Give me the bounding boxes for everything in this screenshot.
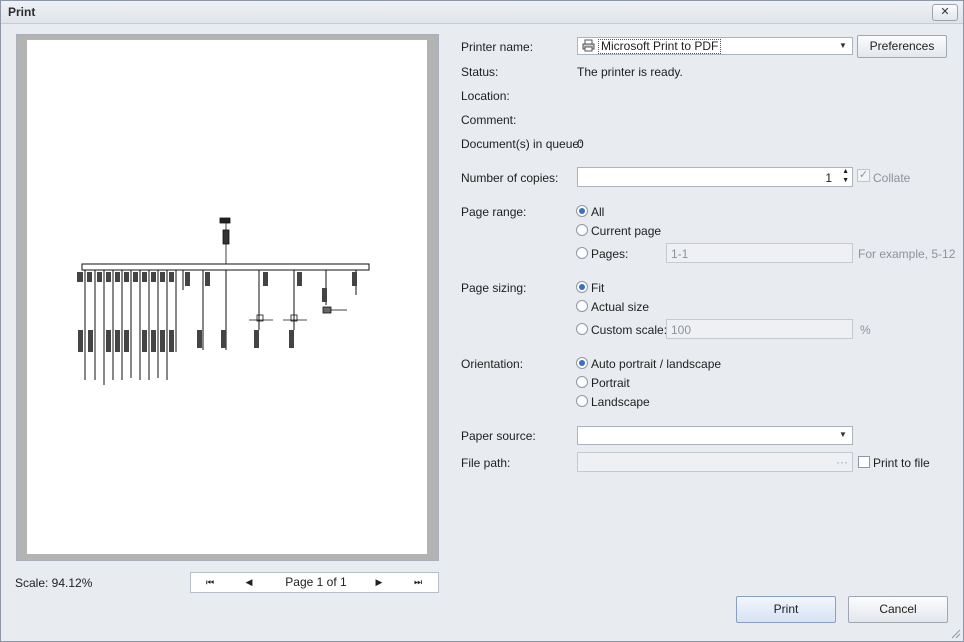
range-all-label: All	[591, 205, 605, 219]
close-icon: ✕	[940, 6, 950, 18]
print-preview[interactable]	[16, 34, 439, 561]
printer-select[interactable]: Microsoft Print to PDF ▼	[577, 37, 853, 55]
status-value: The printer is ready.	[577, 65, 683, 79]
copies-label: Number of copies:	[461, 171, 559, 185]
resize-grip-icon[interactable]	[951, 629, 961, 639]
queue-label: Document(s) in queue:	[461, 137, 583, 151]
radio-sizing-fit[interactable]	[576, 281, 588, 293]
range-pages-label: Pages:	[591, 247, 629, 261]
file-path-input[interactable]: ···	[577, 452, 853, 472]
printer-name-value: Microsoft Print to PDF	[598, 39, 722, 54]
first-page-button[interactable]: ⏮	[199, 573, 221, 592]
collate-label: Collate	[873, 171, 911, 185]
page-sizing-label: Page sizing:	[461, 281, 527, 295]
custom-scale-input[interactable]: 100	[666, 319, 853, 339]
location-label: Location:	[461, 89, 510, 103]
radio-orient-landscape[interactable]	[576, 395, 588, 407]
radio-range-all[interactable]	[576, 205, 588, 217]
comment-label: Comment:	[461, 113, 517, 127]
print-to-file-checkbox[interactable]	[858, 456, 870, 468]
radio-orient-portrait[interactable]	[576, 376, 588, 388]
next-page-button[interactable]: ▶	[368, 573, 390, 592]
window-title: Print	[8, 5, 36, 19]
page-navigator: ⏮ ◀ Page 1 of 1 ▶ ⏭	[190, 572, 439, 593]
status-label: Status:	[461, 65, 499, 79]
collate-check-icon[interactable]: ✓	[857, 169, 870, 182]
first-page-icon: ⏮	[205, 577, 215, 587]
last-page-button[interactable]: ⏭	[407, 573, 429, 592]
prev-page-icon: ◀	[245, 577, 253, 587]
pages-value: 1-1	[671, 247, 689, 261]
radio-orient-auto[interactable]	[576, 357, 588, 369]
chevron-down-icon: ▼	[839, 41, 847, 50]
chevron-down-icon: ▼	[839, 430, 847, 439]
prev-page-button[interactable]: ◀	[238, 573, 260, 592]
sizing-custom-label: Custom scale:	[591, 323, 668, 337]
queue-value: 0	[577, 137, 584, 151]
page-range-label: Page range:	[461, 205, 527, 219]
pages-hint: For example, 5-12	[858, 247, 956, 261]
orient-landscape-label: Landscape	[591, 395, 650, 409]
range-current-label: Current page	[591, 224, 662, 238]
print-button[interactable]: Print	[736, 596, 836, 623]
orient-portrait-label: Portrait	[591, 376, 630, 390]
paper-source-label: Paper source:	[461, 429, 536, 443]
file-path-label: File path:	[461, 456, 511, 470]
preview-page	[27, 40, 427, 554]
browse-button[interactable]: ···	[836, 455, 848, 469]
preferences-button[interactable]: Preferences	[857, 35, 947, 58]
scale-unit: %	[860, 323, 871, 337]
print-to-file-label: Print to file	[873, 456, 930, 470]
stepper-down-icon[interactable]: ▼	[842, 177, 849, 184]
paper-source-select[interactable]: ▼	[577, 426, 853, 445]
printer-icon	[582, 39, 595, 55]
printer-name-label: Printer name:	[461, 40, 534, 54]
stepper-up-icon[interactable]: ▲	[842, 168, 849, 175]
close-button[interactable]: ✕	[932, 4, 958, 21]
radio-range-pages[interactable]	[576, 247, 588, 259]
orientation-label: Orientation:	[461, 357, 524, 371]
last-page-icon: ⏭	[413, 577, 423, 587]
radio-sizing-actual[interactable]	[576, 300, 588, 312]
title-bar[interactable]: Print ✕	[1, 1, 963, 24]
next-page-icon: ▶	[375, 577, 383, 587]
cancel-button[interactable]: Cancel	[848, 596, 948, 623]
copies-value: 1	[825, 171, 832, 185]
radio-sizing-custom[interactable]	[576, 323, 588, 335]
copies-stepper[interactable]: 1 ▲ ▼	[577, 167, 853, 187]
preview-scale: Scale: 94.12%	[15, 576, 93, 590]
orient-auto-label: Auto portrait / landscape	[591, 357, 722, 371]
radio-range-current[interactable]	[576, 224, 588, 236]
schematic-drawing	[77, 217, 370, 385]
custom-scale-value: 100	[671, 323, 692, 337]
pages-input[interactable]: 1-1	[666, 243, 853, 263]
page-indicator: Page 1 of 1	[285, 575, 347, 589]
sizing-fit-label: Fit	[591, 281, 605, 295]
sizing-actual-label: Actual size	[591, 300, 650, 314]
